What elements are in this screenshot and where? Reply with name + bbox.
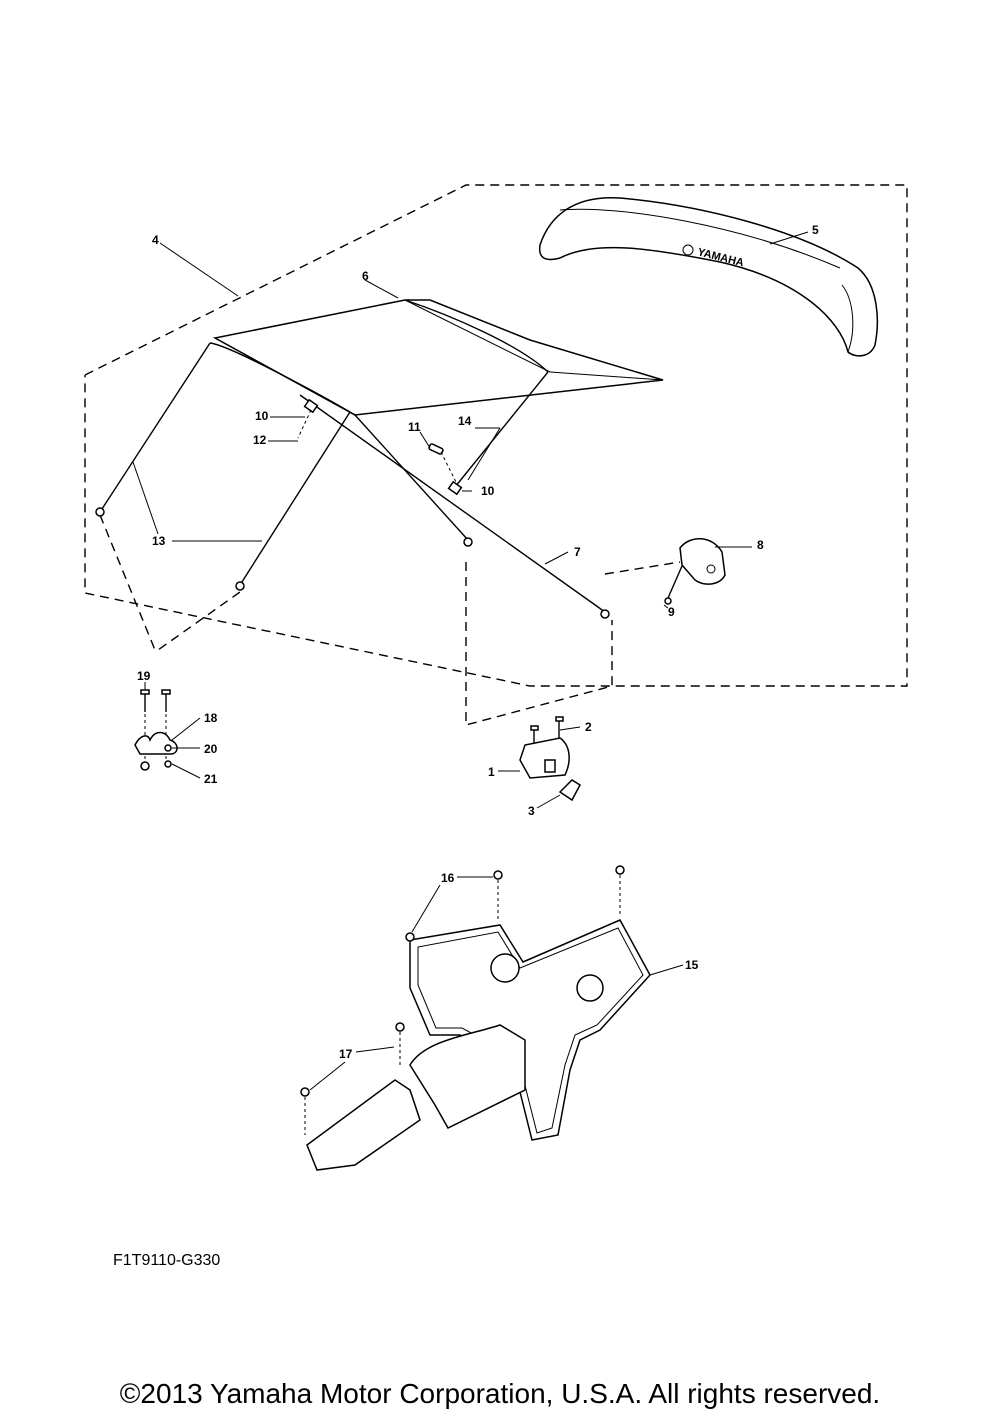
callout-21: 21 [204, 772, 218, 786]
callout-4: 4 [152, 233, 159, 247]
callout-18: 18 [204, 711, 218, 725]
callout-19: 19 [137, 669, 151, 683]
boot-cover: YAMAHA [538, 196, 879, 357]
leader-lines [132, 231, 809, 1091]
callout-20: 20 [204, 742, 218, 756]
callout-14: 14 [458, 414, 472, 428]
callout-7: 7 [574, 545, 581, 559]
right-deck-fittings [519, 716, 581, 802]
callout-17: 17 [339, 1047, 353, 1061]
assembly-outline [84, 184, 908, 687]
callout-9: 9 [668, 605, 675, 619]
frame-tubes [95, 299, 610, 619]
bolt-11 [428, 443, 457, 483]
left-mount-link [99, 514, 241, 651]
callout-labels: 4 6 5 14 10 12 11 10 13 7 8 9 19 18 20 2… [137, 223, 819, 1061]
callout-12: 12 [253, 433, 267, 447]
callout-5: 5 [812, 223, 819, 237]
callout-1: 1 [488, 765, 495, 779]
callout-11: 11 [408, 420, 421, 434]
callout-2: 2 [585, 720, 592, 734]
callout-3: 3 [528, 804, 535, 818]
callout-10-upper: 10 [255, 409, 269, 423]
assembly-subframe-outline [465, 562, 613, 726]
callout-6: 6 [362, 269, 369, 283]
canopy-fabric [212, 299, 664, 416]
callout-13: 13 [152, 534, 166, 548]
deck-mats [300, 865, 651, 1171]
left-deck-fittings [134, 689, 178, 771]
cap-fitting [664, 538, 726, 605]
callout-8: 8 [757, 538, 764, 552]
mount-link-line [604, 561, 681, 575]
callout-16: 16 [441, 871, 455, 885]
callout-10-lower: 10 [481, 484, 495, 498]
figure-code: F1T9110-G330 [113, 1252, 221, 1269]
copyright-notice: ©2013 Yamaha Motor Corporation, U.S.A. A… [119, 1378, 881, 1409]
callout-15: 15 [685, 958, 699, 972]
yamaha-logo-icon [682, 244, 694, 256]
